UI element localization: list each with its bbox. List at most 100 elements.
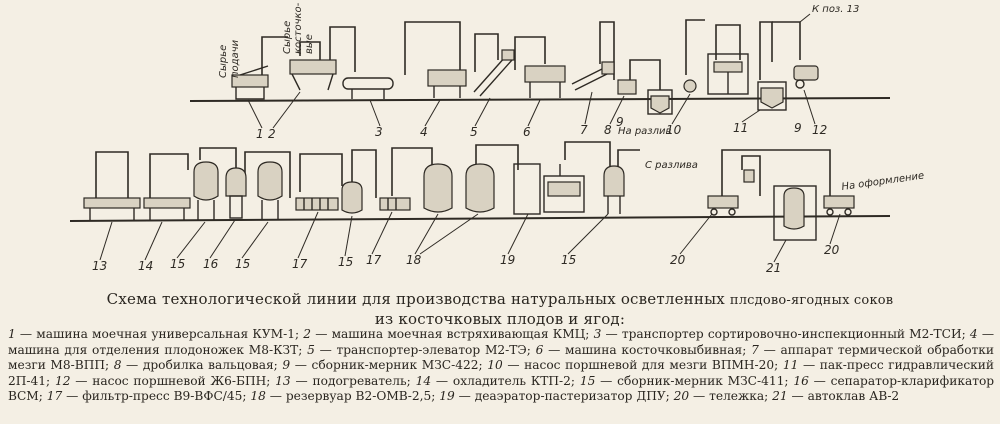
legend-item-text: аппарат термической обработки мезги М8-В… bbox=[8, 342, 995, 373]
equipment-1-washer-kum1 bbox=[231, 65, 269, 100]
note-raw-in-1: Сырье bbox=[218, 45, 229, 78]
legend-item-9: 9 — сборник-мерник МЗС-422; bbox=[282, 358, 483, 372]
legend-item-text: дробилка вальцовая; bbox=[142, 358, 278, 372]
equipment-legend: 1 — машина моечная универсальная КУМ-1; … bbox=[8, 327, 994, 405]
callout-16: 16 bbox=[203, 257, 219, 271]
equipment-14-cooler bbox=[143, 197, 191, 220]
legend-item-13: 13 — подогреватель; bbox=[275, 373, 411, 388]
legend-item-text: тележка; bbox=[709, 389, 769, 403]
equipment-21-autoclave bbox=[743, 169, 817, 241]
callout-12: 12 bbox=[812, 123, 827, 137]
legend-item-text: сборник-мерник МЗС-422; bbox=[311, 358, 483, 372]
equipment-17b-filter-press bbox=[379, 197, 411, 211]
equipment-15b-collector bbox=[257, 161, 283, 220]
equipment-9-collector bbox=[647, 89, 673, 115]
equipment-15d-collector bbox=[603, 165, 625, 214]
callout-14: 14 bbox=[138, 259, 153, 273]
callout-7: 7 bbox=[580, 123, 588, 137]
note-raw-in-2b: косточко- bbox=[293, 2, 304, 54]
legend-item-text: транспортер сортировочно-инспекционный М… bbox=[621, 327, 966, 341]
legend-item-text: насос поршневой Ж6-БПН; bbox=[92, 373, 271, 388]
bottom-floor-line bbox=[69, 215, 891, 222]
legend-item-number: 18 bbox=[250, 389, 266, 403]
equipment-8-roller-crusher bbox=[617, 79, 637, 95]
legend-item-text: резервуар В2-ОМВ-2,5; bbox=[285, 389, 436, 403]
callout-5: 5 bbox=[470, 125, 478, 139]
process-flow-diagram: К поз. 13 Сырье подачи Сырье косточко- в… bbox=[69, 2, 925, 275]
legend-item-text: деаэратор-пастеризатор ДПУ; bbox=[474, 389, 670, 403]
legend-item-15: 15 — сборник-мерник МЗС-411; bbox=[579, 373, 789, 388]
legend-item-number: 12 bbox=[54, 373, 71, 388]
legend-item-number: 10 bbox=[487, 358, 503, 372]
equipment-13-heater bbox=[83, 197, 141, 220]
callout-leaders bbox=[99, 89, 841, 263]
legend-item-text: машина для отделения плодоножек М8-КЗТ; bbox=[8, 342, 303, 357]
caption-title-line-2: из косточковых плодов и ягод: bbox=[374, 310, 626, 328]
caption-title-1b: плсдово-ягодных соков bbox=[729, 293, 894, 308]
legend-item-20: 20 — тележка; bbox=[673, 389, 769, 403]
legend-item-number: 15 bbox=[579, 373, 596, 388]
equipment-11-pack-press bbox=[707, 53, 749, 95]
equipment-12-piston-pump bbox=[793, 65, 819, 89]
callout-11: 11 bbox=[733, 121, 748, 135]
caption-title-line-1: Схема технологической линии для производ… bbox=[0, 290, 1000, 310]
bottom-pipes bbox=[95, 141, 831, 198]
legend-item-number: 13 bbox=[275, 373, 291, 388]
callout-19: 19 bbox=[500, 253, 515, 267]
legend-item-number: 2 bbox=[303, 327, 312, 341]
note-to-bottling-1: На разлив bbox=[618, 126, 672, 137]
legend-item-number: 8 bbox=[113, 358, 122, 372]
callout-15c: 15 bbox=[338, 255, 353, 269]
legend-item-number: 7 bbox=[751, 342, 759, 357]
legend-item-18: 18 — резервуар В2-ОМВ-2,5; bbox=[250, 389, 436, 403]
caption-title-1a: Схема технологической линии для производ… bbox=[106, 290, 725, 308]
legend-item-5: 5 — транспортер-элеватор М2-ТЭ; bbox=[307, 342, 531, 357]
legend-item-11: 11 — пак-пресс гидравлический 2П-41; bbox=[8, 358, 995, 388]
legend-item-14: 14 — охладитель КТП-2; bbox=[415, 373, 576, 388]
equipment-9b-collector bbox=[757, 81, 787, 111]
callout-15d: 15 bbox=[561, 253, 576, 267]
legend-item-number: 5 bbox=[307, 342, 315, 357]
legend-item-text: подогреватель; bbox=[312, 373, 411, 388]
legend-item-number: 9 bbox=[282, 358, 291, 372]
callout-10: 10 bbox=[666, 123, 682, 137]
legend-item-number: 1 bbox=[8, 327, 16, 341]
equipment-15a-collector bbox=[193, 161, 219, 220]
equipment-5-elevator-conveyor bbox=[473, 49, 515, 97]
figure-caption-title: Схема технологической линии для производ… bbox=[0, 290, 1000, 328]
note-raw-in-1b: подачи bbox=[230, 39, 241, 78]
callout-20b: 20 bbox=[824, 243, 840, 257]
legend-item-2: 2 — машина моечная встряхивающая КМЦ; bbox=[303, 327, 590, 341]
legend-item-number: 6 bbox=[535, 342, 544, 357]
callout-2: 2 bbox=[268, 127, 276, 141]
note-to-finishing: На оформление bbox=[841, 170, 925, 192]
legend-item-3: 3 — транспортер сортировочно-инспекционн… bbox=[593, 327, 966, 341]
top-pipes bbox=[261, 13, 811, 90]
legend-item-text: сборник-мерник МЗС-411; bbox=[617, 373, 789, 388]
legend-item-number: 17 bbox=[46, 389, 63, 403]
legend-item-number: 21 bbox=[772, 389, 788, 403]
legend-item-8: 8 — дробилка вальцовая; bbox=[113, 358, 278, 372]
callout-17a: 17 bbox=[292, 257, 308, 271]
legend-item-4: 4 — машина для отделения плодоножек М8-К… bbox=[8, 327, 995, 357]
callout-9: 9 bbox=[616, 115, 624, 129]
equipment-19-deaerator-pasteurizer bbox=[513, 163, 585, 215]
legend-item-16: 16 — сепаратор-кларификатор ВСМ; bbox=[8, 373, 995, 404]
legend-item-12: 12 — насос поршневой Ж6-БПН; bbox=[54, 373, 271, 388]
equipment-16-separator bbox=[225, 167, 247, 219]
legend-item-21: 21 — автоклав АВ-2 bbox=[772, 389, 900, 403]
callout-9b: 9 bbox=[794, 121, 802, 135]
equipment-7-heat-treatment bbox=[571, 61, 615, 91]
equipment-2-washer-kmc bbox=[289, 59, 337, 91]
callout-13: 13 bbox=[92, 259, 107, 273]
note-raw-in-2: Сырье bbox=[282, 21, 293, 54]
legend-item-number: 20 bbox=[673, 389, 690, 403]
equipment-10-piston-pump bbox=[683, 79, 697, 93]
callout-15b: 15 bbox=[235, 257, 250, 271]
legend-item-text: пак-пресс гидравлический 2П-41; bbox=[8, 358, 995, 388]
legend-item-10: 10 — насос поршневой для мезги ВПМН-20; bbox=[487, 358, 779, 372]
equipment-3-inspection-conveyor bbox=[342, 77, 394, 99]
callout-21: 21 bbox=[766, 261, 781, 275]
legend-item-number: 16 bbox=[793, 373, 809, 388]
note-from-bottling: С разлива bbox=[645, 160, 698, 171]
